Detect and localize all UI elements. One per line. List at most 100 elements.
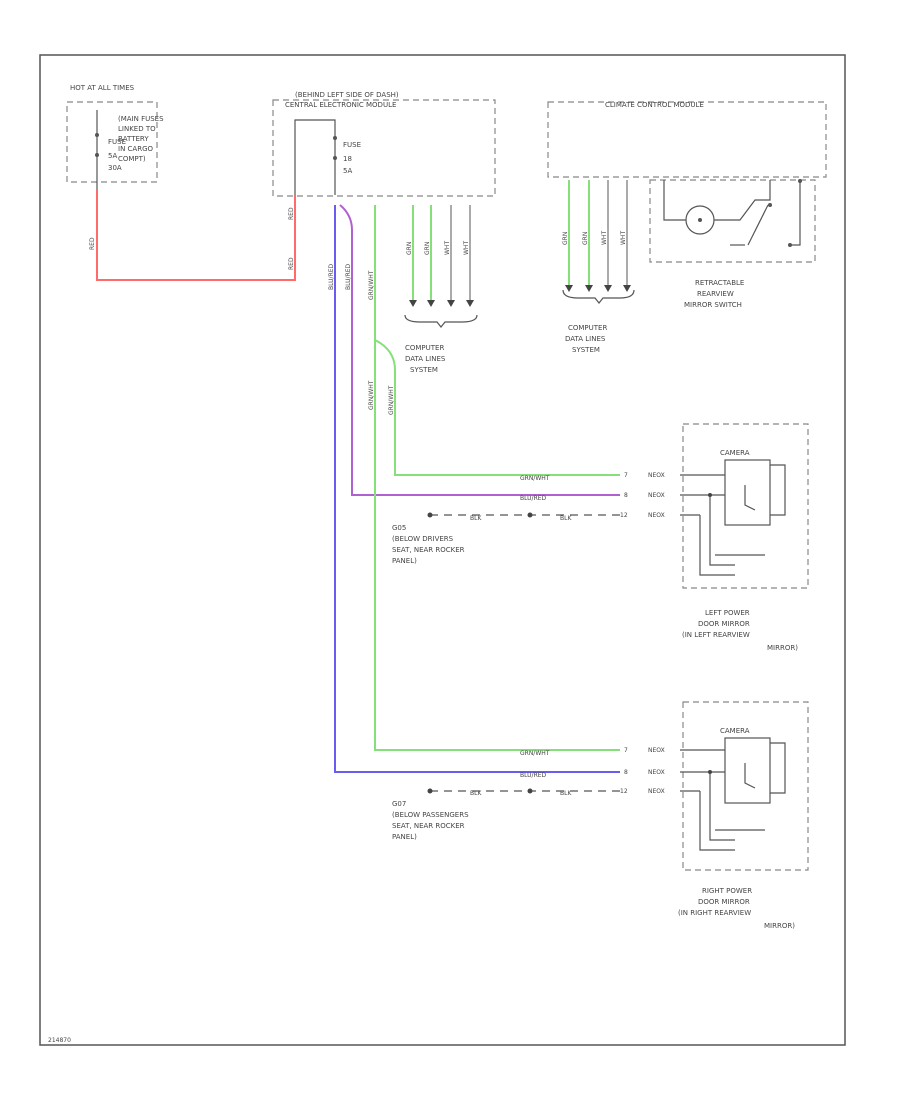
svg-text:NEOX: NEOX [648, 747, 665, 754]
left-mirror-box [682, 423, 809, 589]
fuse-2-text: FUSE 18 5A [343, 141, 361, 175]
wire-label-grn-3: GRN/WHT [388, 385, 395, 415]
svg-text:NEOX: NEOX [648, 769, 665, 776]
ground-right-text: G07 (BELOW PASSENGERS SEAT, NEAR ROCKER … [392, 800, 469, 841]
svg-text:FUSE: FUSE [343, 141, 361, 149]
cem-data-lines [404, 205, 478, 328]
mirror-switch-text: RETRACTABLE REARVIEW MIRROR SWITCH [684, 279, 744, 309]
svg-text:MIRROR): MIRROR) [764, 922, 795, 930]
wires [96, 190, 620, 773]
wire-label-c4: WHT [463, 241, 470, 255]
svg-text:SYSTEM: SYSTEM [572, 346, 600, 354]
svg-text:NEOX: NEOX [648, 788, 665, 795]
svg-text:SEAT, NEAR ROCKER: SEAT, NEAR ROCKER [392, 546, 465, 554]
camera-right-label: CAMERA [720, 727, 750, 735]
svg-text:NEOX: NEOX [648, 512, 665, 519]
svg-text:7: 7 [624, 747, 628, 754]
dash-header-1: (BEHIND LEFT SIDE OF DASH) [295, 91, 399, 99]
camera-left-label: CAMERA [720, 449, 750, 457]
svg-text:NEOX: NEOX [648, 472, 665, 479]
svg-text:(BELOW PASSENGERS: (BELOW PASSENGERS [392, 811, 469, 819]
right-grn-label: GRN/WHT [520, 750, 550, 757]
red-wire [96, 190, 296, 281]
svg-text:G05: G05 [392, 524, 406, 532]
svg-text:5A: 5A [108, 152, 117, 160]
blu-red-wire [334, 205, 620, 773]
wire-label-blu-2: BLU/RED [345, 263, 352, 290]
cem-inner-loop [294, 119, 336, 195]
central-electronic-module: (BEHIND LEFT SIDE OF DASH) CENTRAL ELECT… [272, 91, 496, 374]
svg-text:MIRROR SWITCH: MIRROR SWITCH [684, 301, 742, 309]
svg-text:30A: 30A [108, 164, 122, 172]
wire-label-r4: WHT [620, 231, 627, 245]
svg-text:DATA LINES: DATA LINES [405, 355, 446, 363]
data-lines-right-text: COMPUTER DATA LINES SYSTEM [565, 324, 607, 354]
svg-text:18: 18 [343, 155, 352, 163]
svg-text:MIRROR): MIRROR) [767, 644, 798, 652]
svg-text:COMPUTER: COMPUTER [405, 344, 444, 352]
svg-text:REARVIEW: REARVIEW [697, 290, 734, 298]
diagram-frame [39, 54, 846, 1046]
right-camera-symbol [724, 737, 771, 804]
left-blu-label: BLU/RED [520, 495, 547, 502]
wire-label-red-3: RED [288, 207, 295, 220]
svg-text:G07: G07 [392, 800, 406, 808]
ground-left-text: G05 (BELOW DRIVERS SEAT, NEAR ROCKER PAN… [392, 524, 465, 565]
climate-box [547, 101, 827, 178]
dash-header-2: CENTRAL ELECTRONIC MODULE [285, 101, 396, 109]
svg-text:(BELOW DRIVERS: (BELOW DRIVERS [392, 535, 454, 543]
wire-label-r3: WHT [601, 231, 608, 245]
cem-box [272, 99, 496, 197]
fuse-1-dot-top [95, 133, 99, 137]
mirror-switch-box [649, 179, 816, 263]
svg-text:DATA LINES: DATA LINES [565, 335, 606, 343]
right-blk-label-2: BLK [560, 790, 572, 797]
right-pins: 7 8 12 NEOX NEOX NEOX [620, 747, 665, 795]
left-mirror-text: LEFT POWER DOOR MIRROR (IN LEFT REARVIEW… [682, 609, 798, 652]
fuse-2-dot-bottom [333, 156, 337, 160]
right-mirror-text: RIGHT POWER DOOR MIRROR (IN RIGHT REARVI… [678, 887, 795, 930]
svg-text:FUSE: FUSE [108, 138, 126, 146]
left-pins: 7 8 12 NEOX NEOX NEOX [620, 472, 665, 519]
wire-label-grn-2: GRN/WHT [368, 380, 375, 410]
svg-text:BATTERY: BATTERY [118, 135, 149, 143]
wire-label-red-2: RED [288, 257, 295, 270]
svg-text:IN CARGO: IN CARGO [118, 145, 153, 153]
hot-at-all-times-label: HOT AT ALL TIMES [70, 84, 135, 92]
main-fuses-text: (MAIN FUSES LINKED TO BATTERY IN CARGO C… [118, 115, 164, 163]
svg-text:LEFT POWER: LEFT POWER [705, 609, 750, 617]
wire-label-c3: WHT [444, 241, 451, 255]
fuse-1-text: FUSE 5A 30A [108, 138, 126, 172]
mirror-switch: RETRACTABLE REARVIEW MIRROR SWITCH [649, 179, 816, 309]
wire-label-red: RED [89, 237, 96, 250]
right-mirror-box [682, 701, 809, 871]
svg-text:COMPUTER: COMPUTER [568, 324, 607, 332]
fuse-1-dot-bottom [95, 153, 99, 157]
right-blk-label: BLK [470, 790, 482, 797]
svg-text:12: 12 [620, 512, 628, 519]
left-blk-label: BLK [470, 515, 482, 522]
wire-label-r1: GRN [562, 232, 569, 245]
left-grn-label: GRN/WHT [520, 475, 550, 482]
svg-text:7: 7 [624, 472, 628, 479]
blu-red-wire-branch [339, 204, 620, 496]
main-fuse-box [66, 101, 158, 183]
svg-text:DOOR MIRROR: DOOR MIRROR [698, 898, 750, 906]
svg-text:LINKED TO: LINKED TO [118, 125, 156, 133]
svg-text:SYSTEM: SYSTEM [410, 366, 438, 374]
svg-text:8: 8 [624, 769, 628, 776]
right-blu-label: BLU/RED [520, 772, 547, 779]
svg-text:DOOR MIRROR: DOOR MIRROR [698, 620, 750, 628]
climate-control-module: CLIMATE CONTROL MODULE GRN GRN WHT WHT C… [547, 101, 827, 354]
svg-text:(IN LEFT REARVIEW: (IN LEFT REARVIEW [682, 631, 750, 639]
svg-text:12: 12 [620, 788, 628, 795]
svg-text:COMPT): COMPT) [118, 155, 146, 163]
wire-label-blu-1: BLU/RED [328, 263, 335, 290]
svg-text:PANEL): PANEL) [392, 833, 417, 841]
svg-text:5A: 5A [343, 167, 352, 175]
right-mirror: GRN/WHT BLU/RED BLK BLK 7 8 12 NEOX NEOX… [392, 701, 809, 930]
left-mirror: GRN/WHT BLU/RED BLK BLK 7 8 12 NEOX NEOX… [392, 423, 809, 652]
wire-label-grn-1: GRN/WHT [368, 270, 375, 300]
data-lines-center-text: COMPUTER DATA LINES SYSTEM [405, 344, 446, 374]
